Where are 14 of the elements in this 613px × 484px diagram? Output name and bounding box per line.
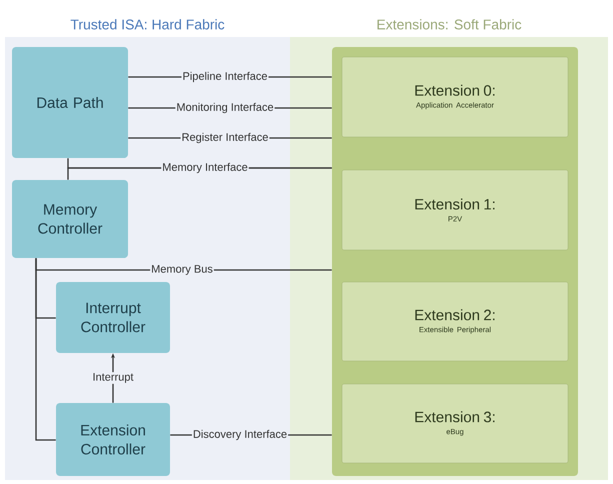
process-box: Data Path [12, 47, 128, 158]
process-box: Extension Controller [56, 403, 170, 476]
edge-label: Register Interface [180, 132, 270, 144]
process-box: Memory Controller [12, 180, 128, 258]
band-heading: Trusted ISA: Hard Fabric [70, 19, 224, 30]
edge-label: Pipeline Interface [182, 70, 268, 84]
edge-label: Memory Interface [161, 162, 249, 174]
edge-label: Memory Bus [150, 264, 214, 276]
edge-label: Interrupt [92, 372, 134, 384]
connector-line [35, 258, 56, 441]
band-heading: Extensions: Soft Fabric [378, 19, 522, 30]
process-box: Interrupt Controller [56, 282, 170, 353]
edge-label: Monitoring Interface [175, 102, 275, 114]
edge-label: Discovery Interface [192, 428, 288, 442]
